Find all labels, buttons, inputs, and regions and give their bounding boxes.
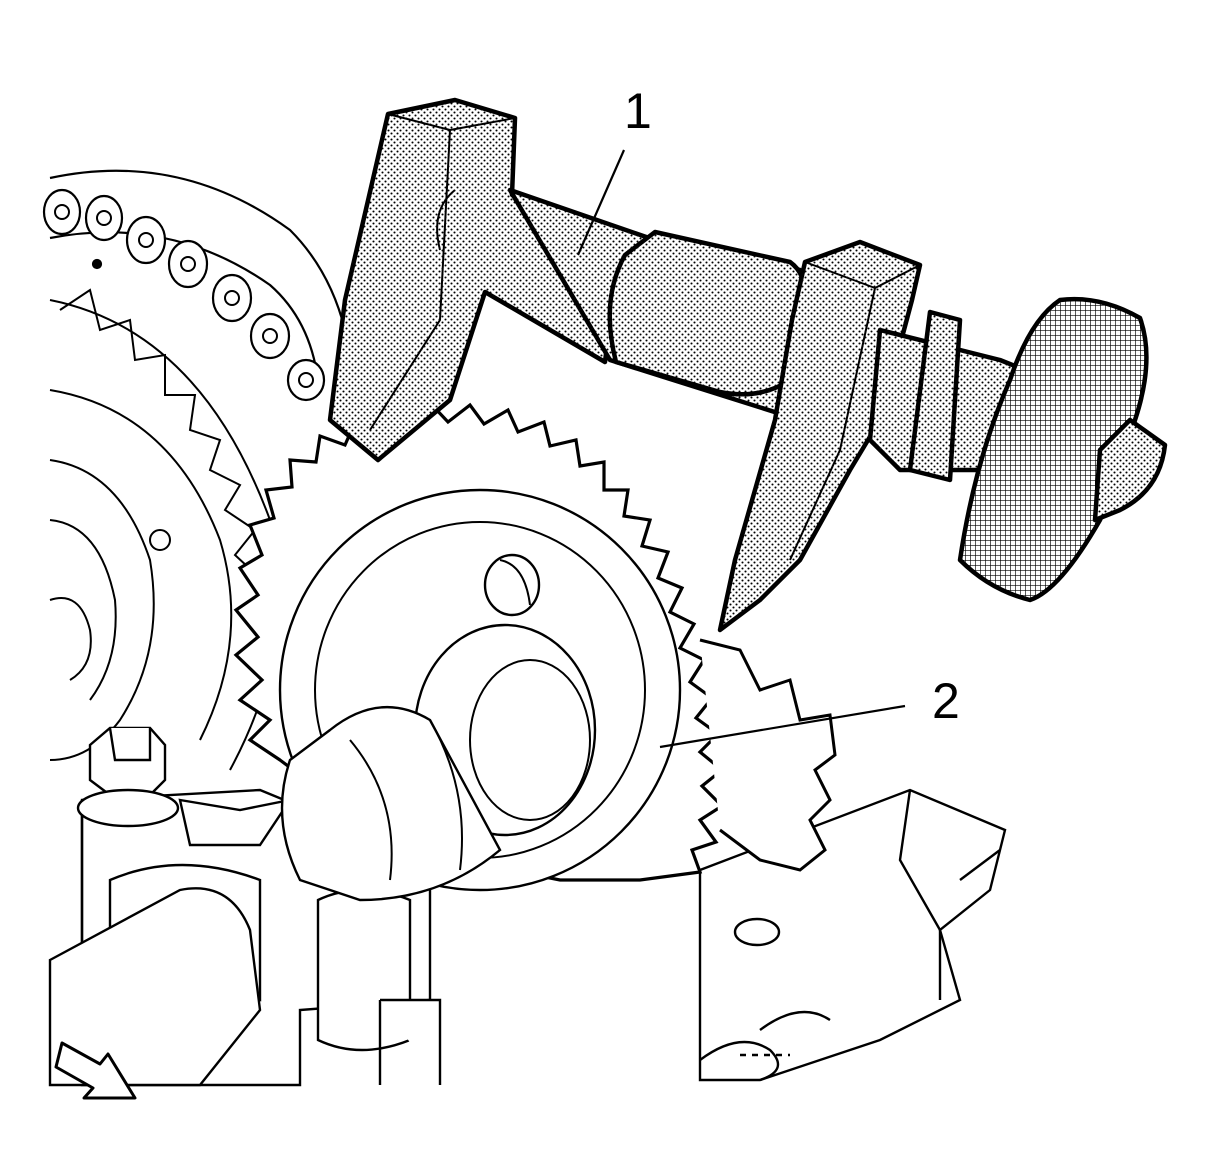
camshaft-journal <box>280 705 502 902</box>
leader-lines <box>576 149 906 749</box>
bolt-left <box>76 726 180 828</box>
timing-chain <box>42 169 347 402</box>
callout-1: 1 <box>624 83 652 139</box>
callout-2: 2 <box>932 673 960 729</box>
camshaft-holding-tool <box>327 97 1168 633</box>
chain-links <box>42 188 326 402</box>
direction-arrow-icon <box>54 1041 137 1100</box>
tool-body <box>607 229 808 397</box>
tool-knurled-knob <box>957 296 1149 603</box>
leader-line-2 <box>659 704 906 749</box>
tool-left-arm <box>327 97 623 463</box>
tool-tip <box>1092 417 1168 523</box>
camshaft-gear <box>233 402 837 902</box>
gear-dowel-hole <box>483 553 541 617</box>
leader-line-1 <box>576 149 626 256</box>
